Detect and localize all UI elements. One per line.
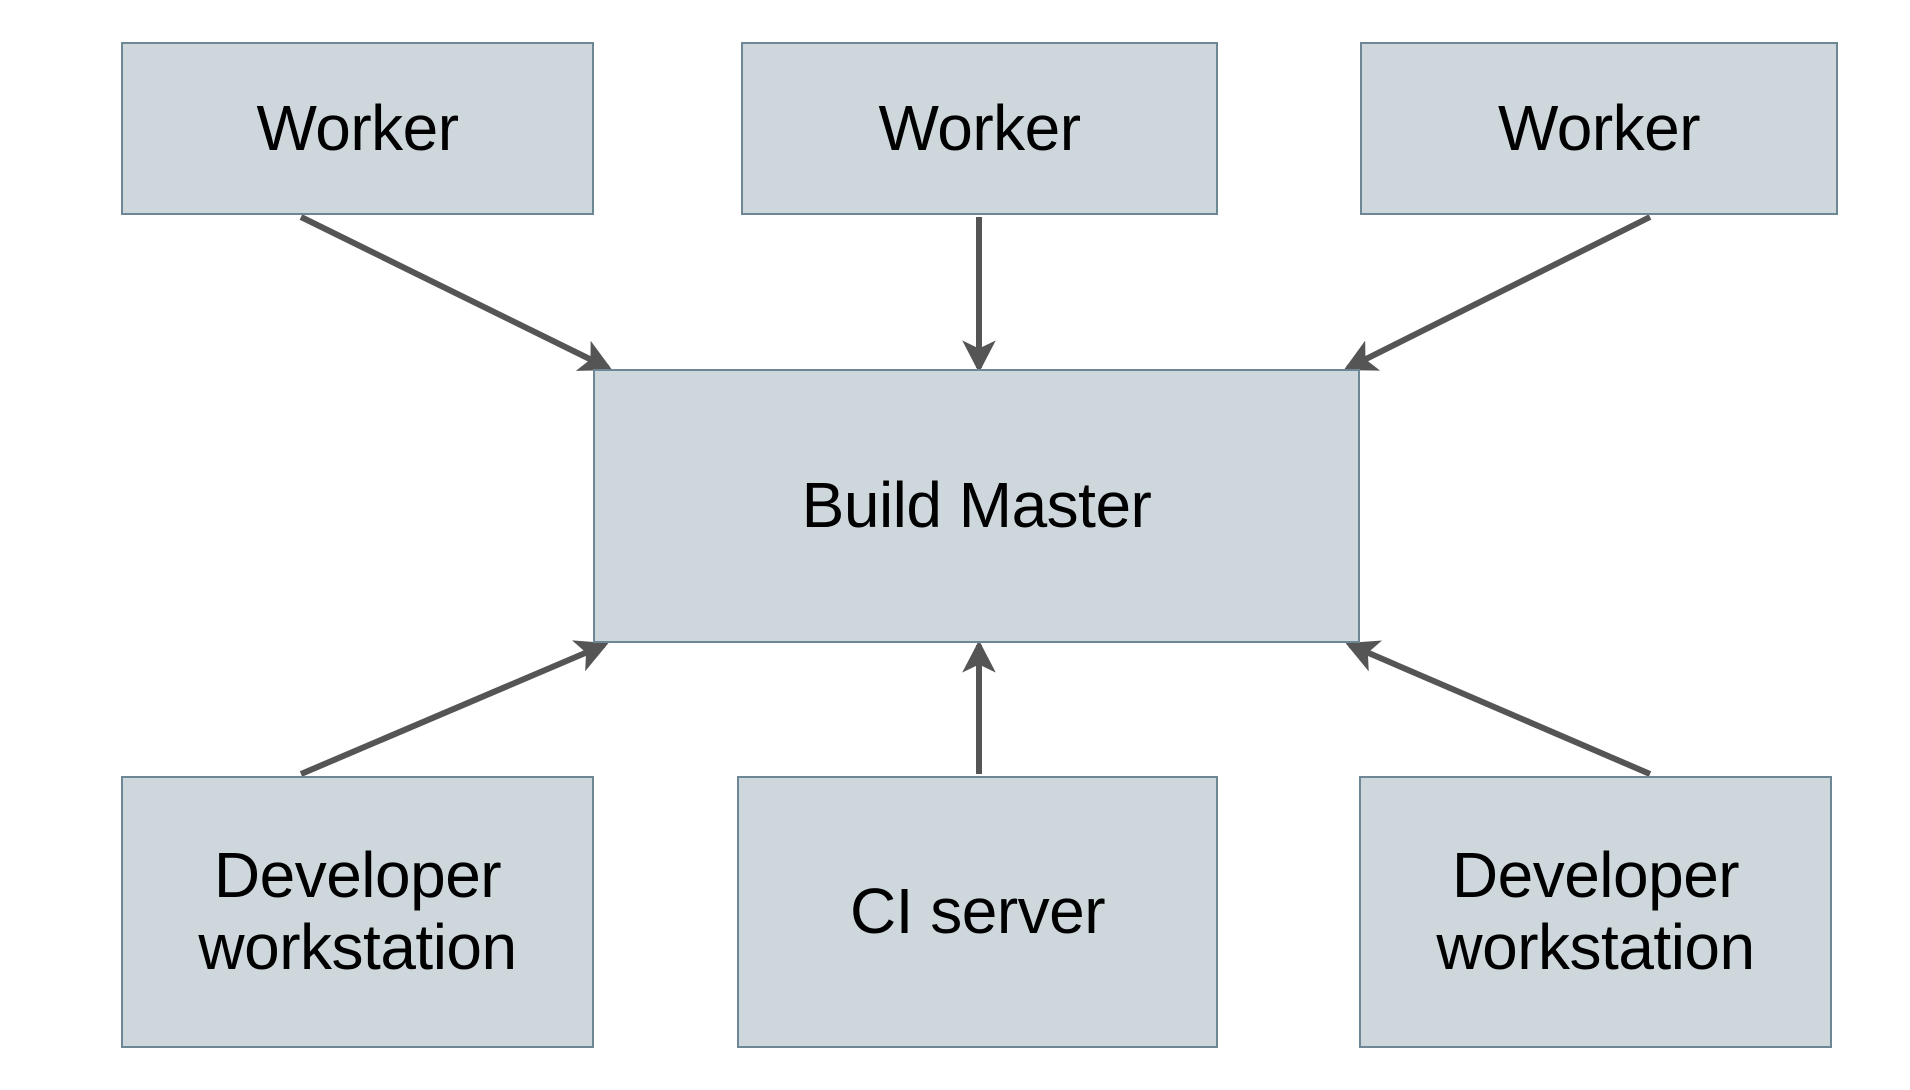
node-worker-1[interactable]: Worker (121, 42, 594, 215)
node-build-master[interactable]: Build Master (593, 369, 1360, 643)
node-ci-server[interactable]: CI server (737, 776, 1218, 1048)
node-worker-3-label: Worker (1497, 91, 1701, 164)
node-developer-workstation-left[interactable]: Developer workstation (121, 776, 594, 1048)
node-worker-1-label: Worker (256, 91, 459, 164)
edge-developer-workstation-right-to-build-master (1345, 640, 1652, 777)
node-ci-server-label: CI server (849, 875, 1106, 948)
node-worker-3[interactable]: Worker (1360, 42, 1838, 215)
node-worker-2[interactable]: Worker (741, 42, 1218, 215)
node-developer-workstation-left-label: Developer workstation (198, 839, 517, 983)
edge-worker-3-to-build-master (1343, 214, 1652, 371)
edge-developer-workstation-left-to-build-master (299, 640, 609, 777)
node-build-master-label: Build Master (801, 469, 1152, 542)
edge-worker-1-to-build-master (299, 214, 613, 371)
node-worker-2-label: Worker (878, 91, 1081, 164)
node-developer-workstation-right-label: Developer workstation (1436, 839, 1755, 983)
node-developer-workstation-right[interactable]: Developer workstation (1359, 776, 1832, 1048)
